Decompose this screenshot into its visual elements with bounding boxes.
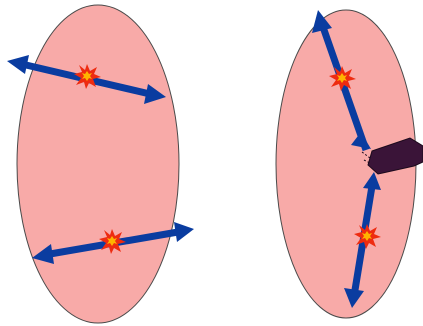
- right-cell-group: [276, 10, 423, 318]
- arrowhead-right: [174, 222, 194, 242]
- arrowhead-left: [7, 55, 29, 74]
- left-cell: [17, 5, 179, 323]
- left-cell-group: [7, 5, 194, 323]
